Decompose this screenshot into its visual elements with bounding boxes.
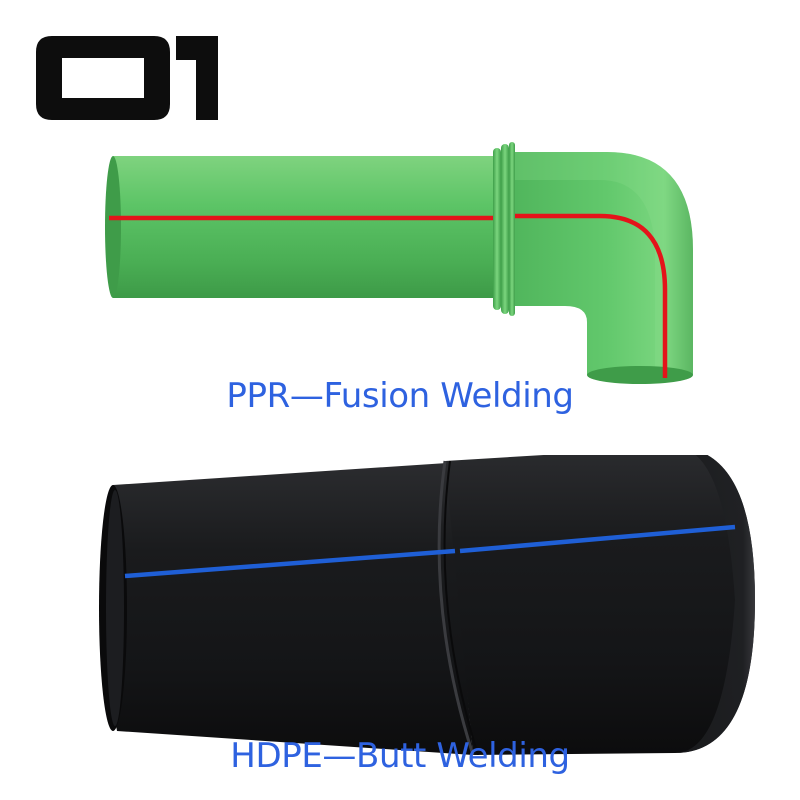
ppr-caption: PPR—Fusion Welding [226,376,574,416]
brand-logo-icon [36,36,218,120]
hdpe-caption: HDPE—Butt Welding [230,736,570,776]
ppr-elbow-pipe-icon [105,142,693,384]
hdpe-butt-welded-pipe-icon [99,455,755,755]
